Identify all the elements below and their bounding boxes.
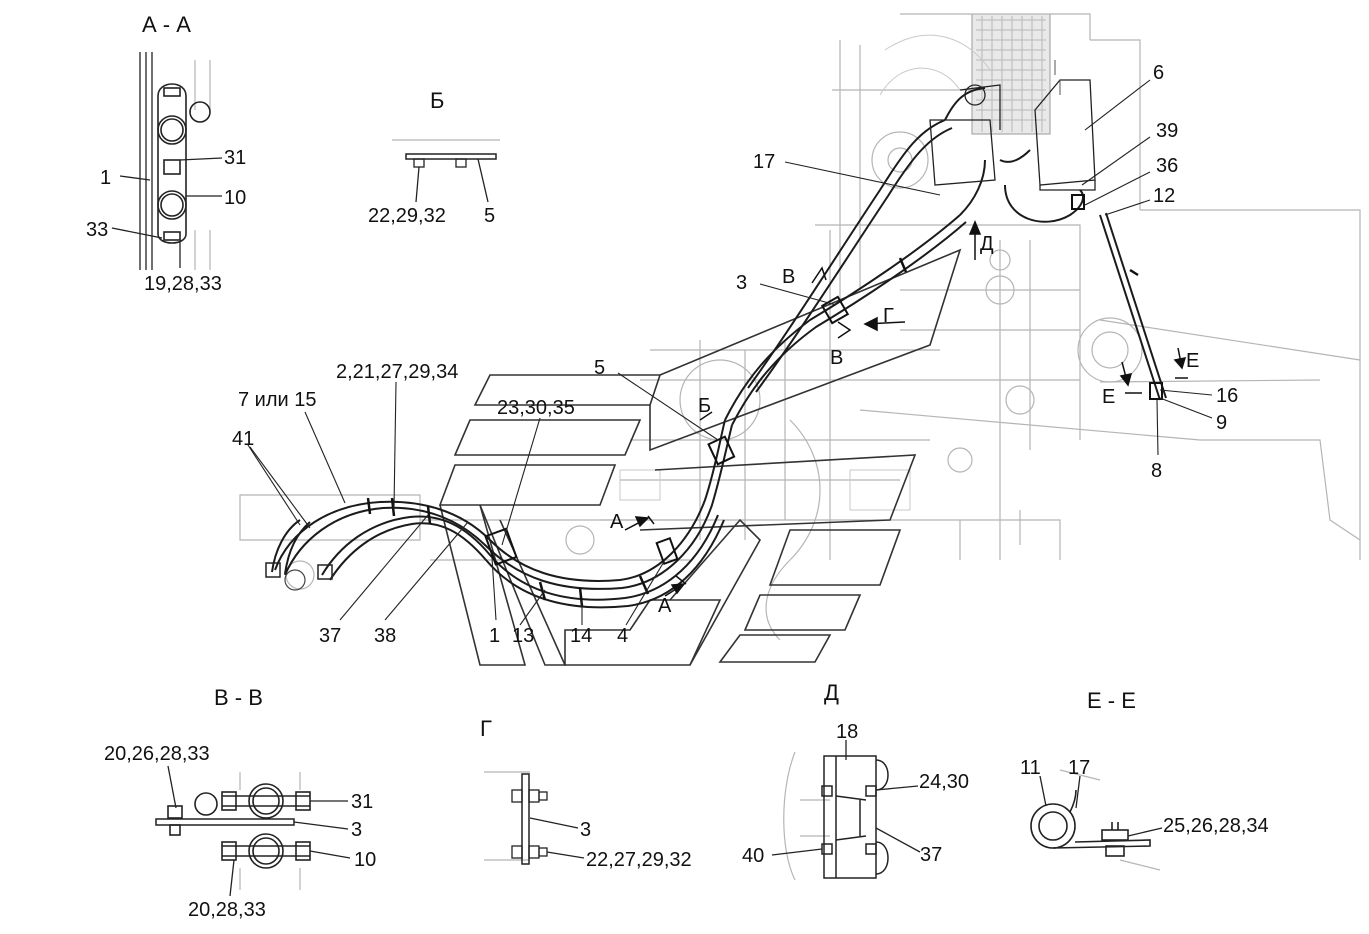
label-38: 38 bbox=[374, 625, 396, 647]
g-label-22-27-29-32: 22,27,29,32 bbox=[586, 849, 692, 871]
aa-label-1: 1 bbox=[100, 167, 111, 189]
view-title-v-v: В - В bbox=[214, 685, 263, 710]
section-mark-a-top: А bbox=[610, 511, 624, 533]
section-mark-e-left: Е bbox=[1102, 386, 1115, 408]
d-label-40: 40 bbox=[742, 845, 764, 867]
leader-lines bbox=[247, 79, 1213, 626]
view-section-v-v: В - В 20,26,28,33 31 3 10 20,28,33 bbox=[104, 685, 376, 921]
label-8: 8 bbox=[1151, 460, 1162, 482]
main-view-labels: 6 39 17 36 12 3 5 16 9 8 2,21,27,29,34 7… bbox=[232, 62, 1238, 647]
view-title-g: Г bbox=[480, 716, 492, 741]
b-label-22-29-32: 22,29,32 bbox=[368, 205, 446, 227]
section-mark-e-right: Е bbox=[1186, 350, 1199, 372]
view-d: Д 18 24,30 40 37 bbox=[742, 680, 969, 881]
g-label-3: 3 bbox=[580, 819, 591, 841]
ee-label-11: 11 bbox=[1020, 757, 1041, 779]
aa-label-31: 31 bbox=[224, 147, 246, 169]
aa-label-19-28-33: 19,28,33 bbox=[144, 273, 222, 295]
label-7-ili-15: 7 или 15 bbox=[238, 389, 317, 411]
label-41: 41 bbox=[232, 428, 254, 450]
view-section-e-e: Е - Е 11 17 25,26,28,34 bbox=[1020, 688, 1269, 871]
label-16: 16 bbox=[1216, 385, 1238, 407]
clip-assembly-e bbox=[1030, 789, 1151, 857]
machine-background bbox=[239, 13, 1361, 641]
vv-label-20-28-33: 20,28,33 bbox=[188, 899, 266, 921]
section-mark-b: Б bbox=[698, 395, 711, 417]
aa-label-33: 33 bbox=[86, 219, 108, 241]
d-label-24-30: 24,30 bbox=[919, 771, 969, 793]
ee-label-25-26-28-34: 25,26,28,34 bbox=[1163, 815, 1269, 837]
vv-label-31: 31 bbox=[351, 791, 373, 813]
clamp-assembly-vv bbox=[167, 783, 311, 869]
b-label-5: 5 bbox=[484, 205, 495, 227]
vv-label-3: 3 bbox=[351, 819, 362, 841]
d-label-18: 18 bbox=[836, 721, 858, 743]
aa-label-10: 10 bbox=[224, 187, 246, 209]
label-9: 9 bbox=[1216, 412, 1227, 434]
section-markers bbox=[624, 220, 1188, 597]
section-mark-a-bottom: А bbox=[658, 595, 672, 617]
label-17: 17 bbox=[753, 151, 775, 173]
label-2-21-27-29-34: 2,21,27,29,34 bbox=[336, 361, 458, 383]
clamp-assembly-aa bbox=[157, 83, 211, 244]
label-1: 1 bbox=[489, 625, 500, 647]
section-mark-v-top: В bbox=[782, 266, 795, 288]
label-14: 14 bbox=[570, 625, 592, 647]
label-23-30-35: 23,30,35 bbox=[497, 397, 575, 419]
section-mark-d: Д bbox=[980, 233, 994, 255]
label-5: 5 bbox=[594, 357, 605, 379]
label-3: 3 bbox=[736, 272, 747, 294]
bracket-assembly-d bbox=[821, 755, 889, 879]
hose-bundle bbox=[265, 60, 1167, 609]
label-37: 37 bbox=[319, 625, 341, 647]
ee-label-17: 17 bbox=[1068, 757, 1090, 779]
vv-label-20-26-28-33: 20,26,28,33 bbox=[104, 743, 210, 765]
label-6: 6 bbox=[1153, 62, 1164, 84]
view-section-a-a: А - А 1 31 10 33 19,28,33 bbox=[86, 12, 246, 295]
section-mark-g: Г bbox=[883, 305, 894, 327]
platform-steps bbox=[438, 248, 962, 666]
view-title-b: Б bbox=[430, 88, 444, 113]
d-label-37: 37 bbox=[920, 844, 942, 866]
label-39: 39 bbox=[1156, 120, 1178, 142]
vv-label-10: 10 bbox=[354, 849, 376, 871]
view-g: Г 3 22,27,29,32 bbox=[480, 716, 692, 871]
label-4: 4 bbox=[617, 625, 628, 647]
view-b: Б 22,29,32 5 bbox=[368, 88, 500, 227]
view-title-a-a: А - А bbox=[142, 12, 191, 37]
label-12: 12 bbox=[1153, 185, 1175, 207]
radiator-grid bbox=[971, 13, 1051, 135]
label-13: 13 bbox=[512, 625, 534, 647]
view-title-e-e: Е - Е bbox=[1087, 688, 1136, 713]
view-title-d: Д bbox=[824, 680, 839, 705]
section-mark-v-bottom: В bbox=[830, 347, 843, 369]
label-36: 36 bbox=[1156, 155, 1178, 177]
